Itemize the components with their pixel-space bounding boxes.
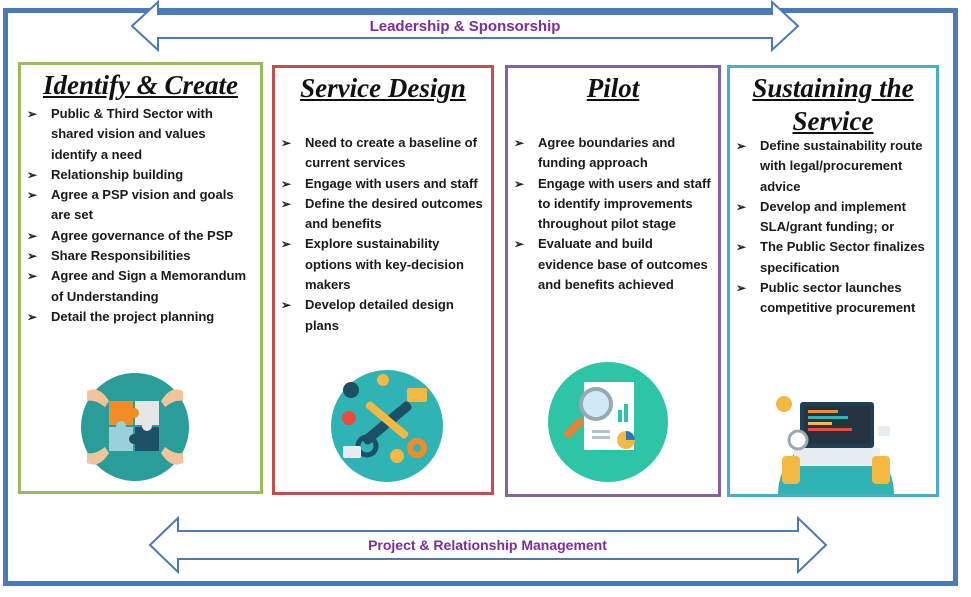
panel-list: ➢Agree boundaries and funding approach ➢… bbox=[508, 133, 718, 295]
arrow-bullet-icon: ➢ bbox=[514, 136, 525, 150]
bottom-banner-label: Project & Relationship Management bbox=[368, 537, 607, 553]
arrow-bullet-icon: ➢ bbox=[27, 249, 38, 264]
panel-title: Identify & Create bbox=[43, 70, 238, 100]
list-item: ➢Agree and Sign a Memorandum of Understa… bbox=[27, 268, 247, 304]
outer-frame bbox=[3, 8, 958, 586]
panel-list: ➢Define sustainability route with legal/… bbox=[730, 136, 936, 319]
list-item: ➢Engage with users and staff bbox=[275, 174, 485, 194]
arrow-bullet-icon: ➢ bbox=[736, 199, 747, 214]
bottom-double-arrow bbox=[148, 516, 828, 574]
list-item: ➢Detail the project planning bbox=[21, 307, 252, 327]
arrow-bullet-icon: ➢ bbox=[736, 281, 747, 296]
list-item: ➢Public sector launches competitive proc… bbox=[736, 280, 916, 316]
arrow-bullet-icon: ➢ bbox=[27, 107, 38, 121]
list-item: ➢Relationship building bbox=[21, 165, 252, 185]
arrow-bullet-icon: ➢ bbox=[281, 298, 292, 313]
top-banner-label: Leadership & Sponsorship bbox=[369, 18, 561, 35]
arrow-bullet-icon: ➢ bbox=[27, 309, 38, 324]
list-item: ➢Agree boundaries and funding approach bbox=[514, 135, 676, 171]
panel-identify-create: Identify & Create ➢Public & Third Sector… bbox=[18, 62, 263, 494]
panel-sustaining-service: Sustaining the Service ➢Define sustainab… bbox=[727, 65, 939, 497]
list-item: ➢Need to create a baseline of current se… bbox=[281, 135, 477, 171]
panel-title: Service Design bbox=[300, 73, 466, 103]
arrow-bullet-icon: ➢ bbox=[281, 136, 292, 150]
list-item: ➢Engage with users and staff to identify… bbox=[514, 175, 711, 232]
arrow-bullet-icon: ➢ bbox=[736, 240, 747, 255]
list-item: ➢Agree a PSP vision and goals are set bbox=[27, 187, 234, 223]
list-item: ➢Public & Third Sector with shared visio… bbox=[27, 106, 213, 162]
arrow-bullet-icon: ➢ bbox=[281, 176, 292, 191]
arrow-bullet-icon: ➢ bbox=[514, 237, 525, 252]
list-item: ➢Evaluate and build evidence base of out… bbox=[514, 236, 708, 293]
list-item: ➢Develop detailed design plans bbox=[281, 297, 454, 333]
panel-title: Pilot bbox=[586, 73, 640, 103]
panel-pilot: Pilot ➢Agree boundaries and funding appr… bbox=[505, 65, 721, 497]
panel-title: Sustaining the Service bbox=[752, 73, 914, 136]
puzzle-hands-icon bbox=[81, 373, 189, 481]
panel-list: ➢Need to create a baseline of current se… bbox=[275, 133, 491, 336]
magnifier-report-icon bbox=[548, 362, 668, 482]
arrow-bullet-icon: ➢ bbox=[736, 139, 747, 153]
arrow-bullet-icon: ➢ bbox=[27, 228, 38, 243]
list-item: ➢Share Responsibilities bbox=[21, 246, 252, 266]
panel-list: ➢Public & Third Sector with shared visio… bbox=[21, 104, 260, 327]
arrow-bullet-icon: ➢ bbox=[281, 196, 292, 211]
arrow-bullet-icon: ➢ bbox=[27, 167, 38, 182]
list-item: ➢Define the desired outcomes and benefit… bbox=[281, 195, 483, 232]
arrow-bullet-icon: ➢ bbox=[27, 269, 38, 284]
laptop-typing-icon bbox=[776, 396, 894, 494]
arrow-bullet-icon: ➢ bbox=[514, 176, 525, 191]
arrow-bullet-icon: ➢ bbox=[281, 237, 292, 252]
list-item: ➢The Public Sector finalizes specificati… bbox=[736, 239, 925, 275]
panel-service-design: Service Design ➢Need to create a baselin… bbox=[272, 65, 494, 495]
list-item: ➢Develop and implement SLA/grant funding… bbox=[736, 198, 906, 235]
list-item: ➢Define sustainability route with legal/… bbox=[736, 138, 923, 194]
top-double-arrow bbox=[130, 0, 800, 52]
list-item: ➢Explore sustainability options with key… bbox=[281, 236, 464, 293]
list-item: ➢Agree governance of the PSP bbox=[21, 226, 252, 246]
tools-gears-icon bbox=[331, 370, 443, 482]
arrow-bullet-icon: ➢ bbox=[27, 188, 38, 203]
